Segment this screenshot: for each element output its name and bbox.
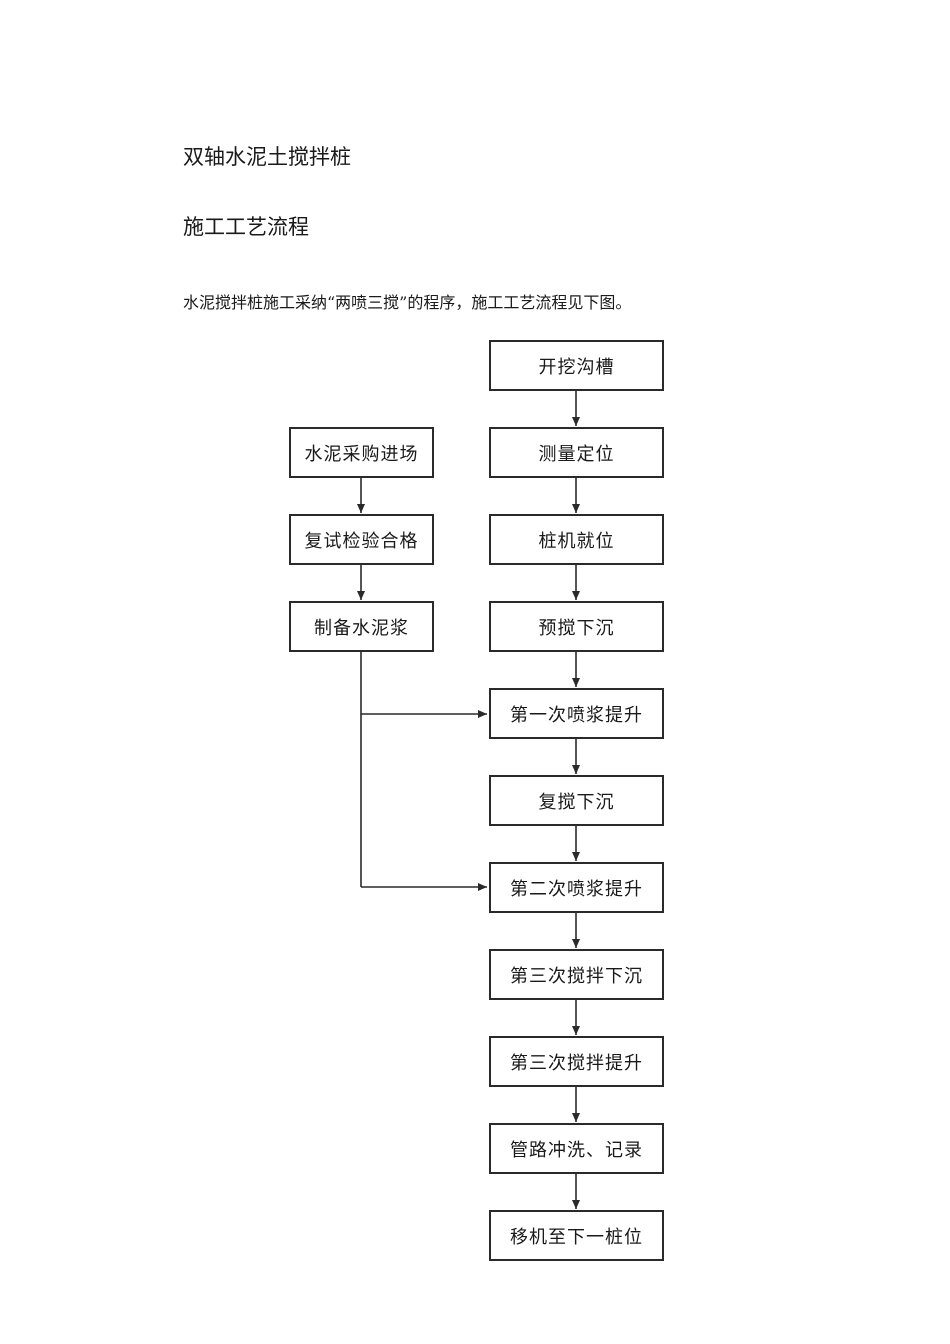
document-title: 双轴水泥土搅拌桩	[183, 145, 351, 169]
step-move-to-next-pile: 移机至下一桩位	[489, 1210, 664, 1261]
step-flush-and-record: 管路冲洗、记录	[489, 1123, 664, 1174]
step-survey-positioning: 测量定位	[489, 427, 664, 478]
step-rig-in-place: 桩机就位	[489, 514, 664, 565]
document-subtitle: 施工工艺流程	[183, 215, 309, 239]
step-prepare-grout: 制备水泥浆	[289, 601, 434, 652]
step-second-grout-lift: 第二次喷浆提升	[489, 862, 664, 913]
step-retest-qualified: 复试检验合格	[289, 514, 434, 565]
step-remix-sinking: 复搅下沉	[489, 775, 664, 826]
step-third-mix-lift: 第三次搅拌提升	[489, 1036, 664, 1087]
step-first-grout-lift: 第一次喷浆提升	[489, 688, 664, 739]
step-third-mix-sinking: 第三次搅拌下沉	[489, 949, 664, 1000]
intro-paragraph: 水泥搅拌桩施工采纳“两喷三搅”的程序，施工工艺流程见下图。	[183, 293, 632, 312]
step-excavate-trench: 开挖沟槽	[489, 340, 664, 391]
step-pre-mix-sinking: 预搅下沉	[489, 601, 664, 652]
step-cement-procurement: 水泥采购进场	[289, 427, 434, 478]
